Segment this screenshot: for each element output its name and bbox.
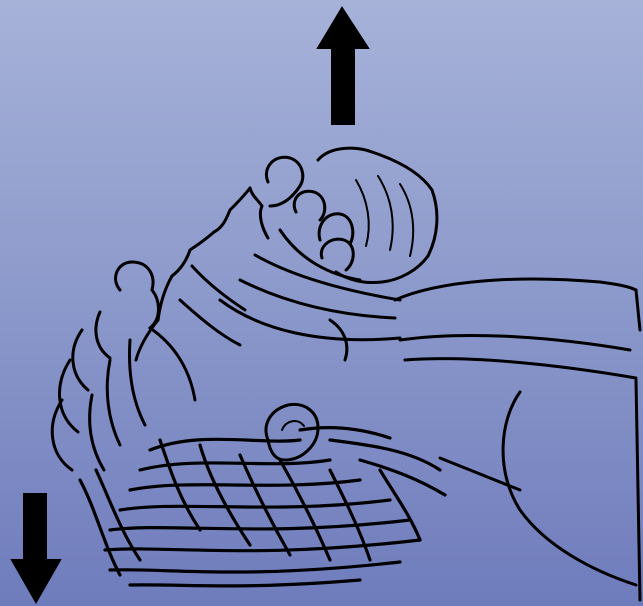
forehead-hand — [52, 262, 195, 470]
chin-lift-hand — [266, 148, 437, 282]
face-profile — [136, 188, 268, 360]
ear — [266, 404, 318, 460]
arrow-up-icon — [318, 8, 368, 124]
body-outline — [395, 279, 640, 600]
hair — [80, 428, 445, 586]
neck-outline — [220, 230, 400, 360]
arrow-down-icon — [12, 494, 60, 602]
